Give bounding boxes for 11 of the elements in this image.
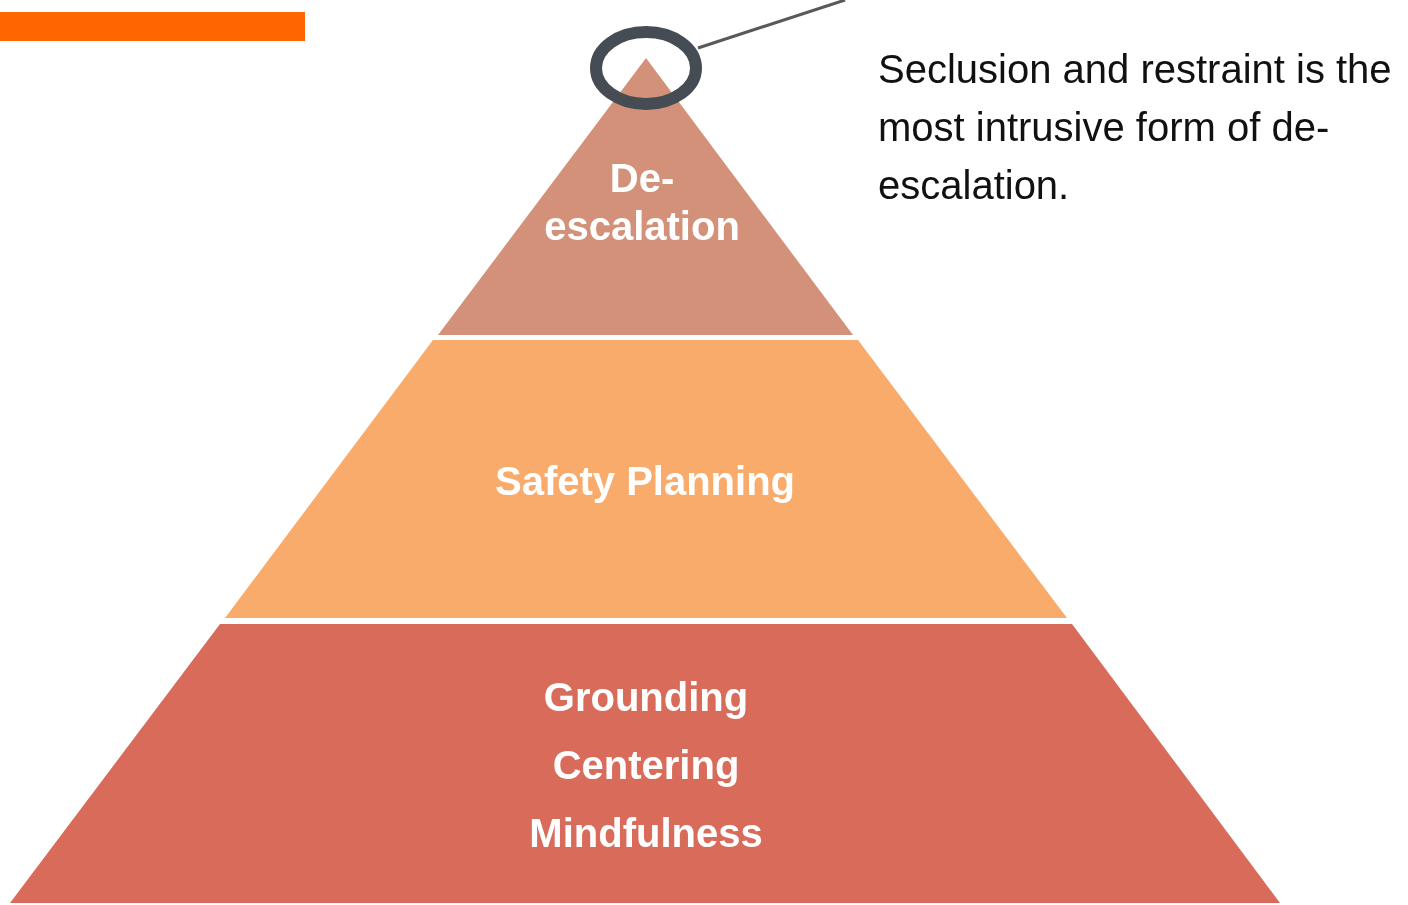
pyramid-tier xyxy=(438,58,853,335)
tier-label: Centering xyxy=(552,742,740,789)
tier-label: Mindfulness xyxy=(529,810,763,857)
tier-label: Safety Planning xyxy=(494,458,796,505)
leader-line xyxy=(697,0,846,50)
tier-label: De-escalation xyxy=(543,155,741,250)
pyramid-tier xyxy=(225,340,1067,618)
ring-marker xyxy=(590,26,702,110)
pyramid-tier xyxy=(10,624,1280,903)
note-text: Seclusion and restraint is the most intrusive form of de-escalation. xyxy=(878,46,1393,209)
tier-label: Grounding xyxy=(543,674,749,721)
